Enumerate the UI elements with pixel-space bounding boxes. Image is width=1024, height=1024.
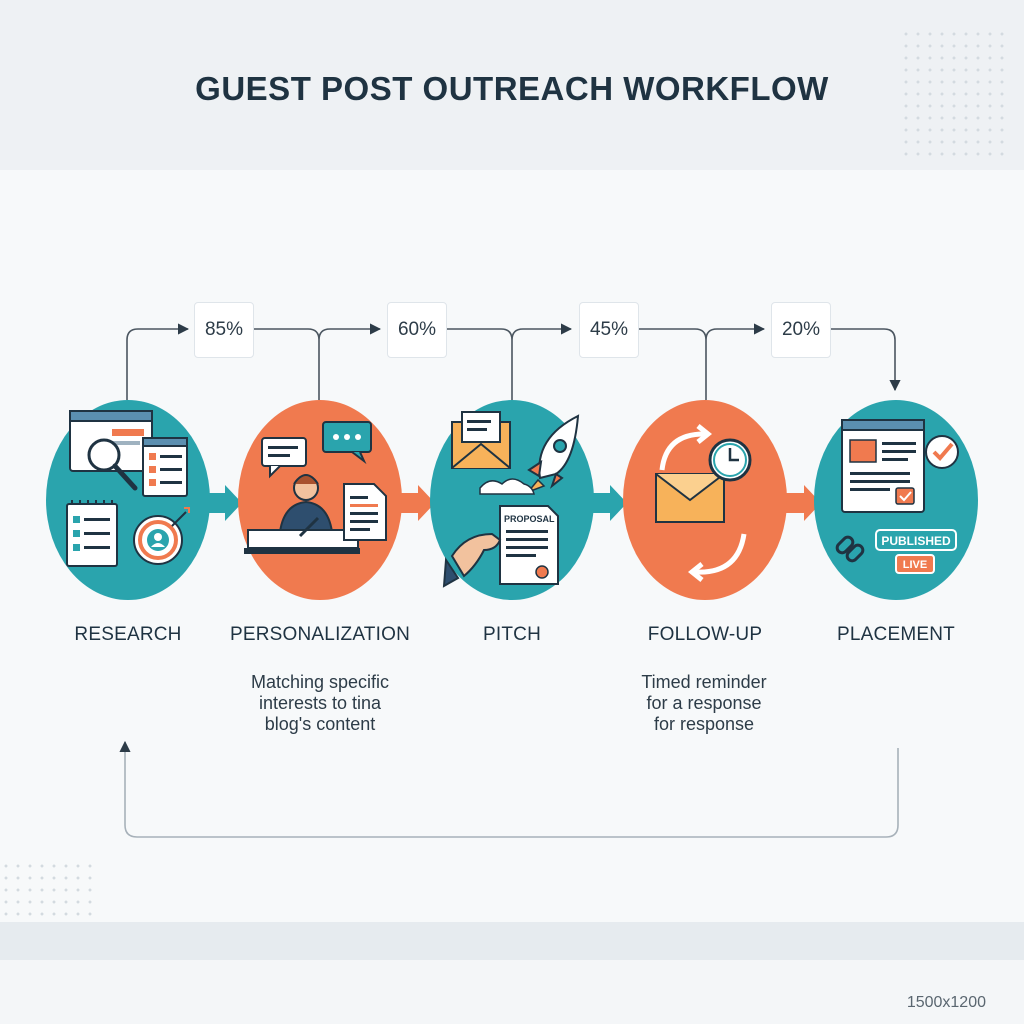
step-label-research: RESEARCH [74,624,182,645]
chevrons [207,485,821,521]
step-label-pitch: PITCH [483,624,541,645]
link-icon [835,535,865,563]
conversion-rate-4: 20% [771,302,831,358]
live-badge-text: LIVE [903,559,927,571]
envelope-icon-pitch [451,411,511,469]
checklist-icon [142,437,188,497]
published-badge: PUBLISHED [875,529,957,551]
conversion-rate-2: 60% [387,302,447,358]
chevron-1 [207,485,242,521]
step-description-personalization: Matching specific interests to tina blog… [210,672,430,735]
dot-pattern-bottom-left [0,860,100,920]
loop-back-connector [119,740,899,838]
proposal-text: PROPOSAL [504,514,555,524]
person-writing-icon [244,474,360,554]
proposal-document-icon: PROPOSAL [442,505,559,588]
rocket-icon [479,414,580,495]
chevron-3 [592,485,627,521]
step-label-placement: PLACEMENT [837,624,955,645]
description-line: interests to tina [258,693,382,713]
browser-search-icon [69,410,153,491]
top-connectors [126,323,901,400]
step-label-follow-up: FOLLOW-UP [647,624,763,645]
document-icon [343,483,387,541]
connector-placement [830,328,901,392]
published-badge-text: PUBLISHED [881,534,951,548]
chevron-2 [400,485,435,521]
connector-follow-up [637,329,764,400]
footer-background [0,960,1024,1024]
dot-pattern-top-right [900,28,1010,158]
description-line: blog's content [264,714,376,734]
conversion-rate-3: 45% [579,302,639,358]
page-title: GUEST POST OUTREACH WORKFLOW [195,70,829,107]
envelope-icon-follow-up [655,473,725,523]
connector-research [126,323,190,400]
connector-pitch [446,329,571,400]
chevron-4 [786,485,821,521]
description-line: for a response [646,693,762,713]
clock-icon [708,438,752,482]
conversion-rate-1: 85% [194,302,254,358]
description-line: for response [653,714,755,734]
cycle-arrows-icon [659,424,747,582]
footer-dimension-text: 1500x1200 [906,994,986,1011]
description-line: Matching specific [250,672,390,692]
footer-band [0,922,1024,960]
clipboard-list-icon [66,500,118,567]
step-description-follow-up: Timed reminder for a response for respon… [594,672,814,735]
connector-personalization [252,329,380,400]
webpage-icon [841,419,925,513]
step-label-personalization: PERSONALIZATION [229,624,410,645]
checkmark-icon [925,435,959,469]
description-line: Timed reminder [641,672,767,692]
chat-bubble-icon [261,421,372,479]
live-badge: LIVE [895,554,935,574]
header-background [0,0,1024,170]
target-profile-icon [133,507,190,565]
